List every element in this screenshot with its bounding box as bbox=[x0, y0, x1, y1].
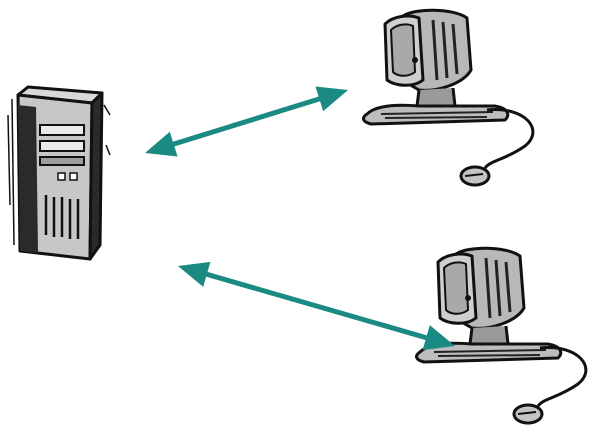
server-tower-icon bbox=[8, 87, 110, 259]
connections bbox=[145, 86, 455, 350]
arrowhead bbox=[315, 86, 348, 111]
arrowhead bbox=[145, 132, 178, 157]
connection-arrow bbox=[201, 273, 432, 340]
desktop-computer-icon bbox=[364, 10, 533, 185]
arrowhead bbox=[178, 262, 210, 287]
connection-arrow bbox=[168, 97, 325, 146]
arrowhead bbox=[423, 325, 455, 350]
